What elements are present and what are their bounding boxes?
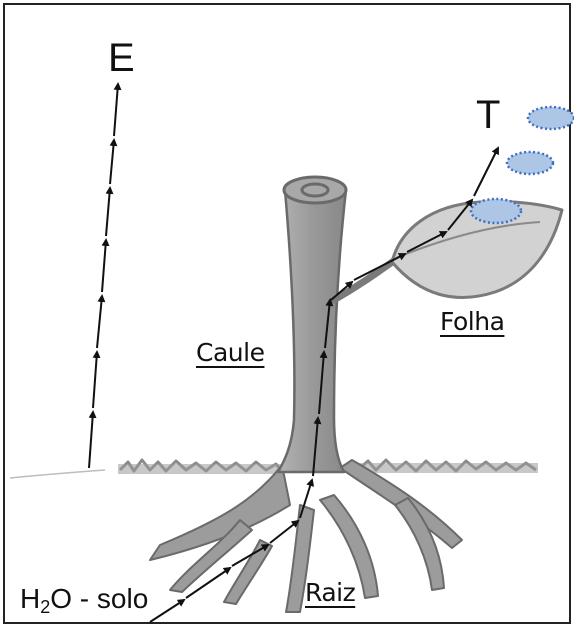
vapor-bubble [471,199,521,223]
water-source-label: H2O - solo [20,585,148,613]
stem-cut-top [284,177,346,203]
transpiration-label: T [476,95,500,135]
ground-line [10,470,105,478]
water-source-rest: O - solo [50,583,148,614]
evaporation-label: E [108,38,135,78]
root-label: Raiz [305,580,355,605]
vapor-bubble [507,152,553,174]
soil-band-left [118,464,284,474]
water-source-h: H [20,583,40,614]
stem [278,190,346,472]
stem-label: Caule [196,340,264,365]
evaporation-arrows [89,84,118,468]
leaf-label: Folha [440,309,504,334]
soil-band-right [358,463,538,473]
water-source-subscript: 2 [40,597,50,617]
leaf-petiole [334,258,398,300]
vapor-bubble [528,107,574,129]
